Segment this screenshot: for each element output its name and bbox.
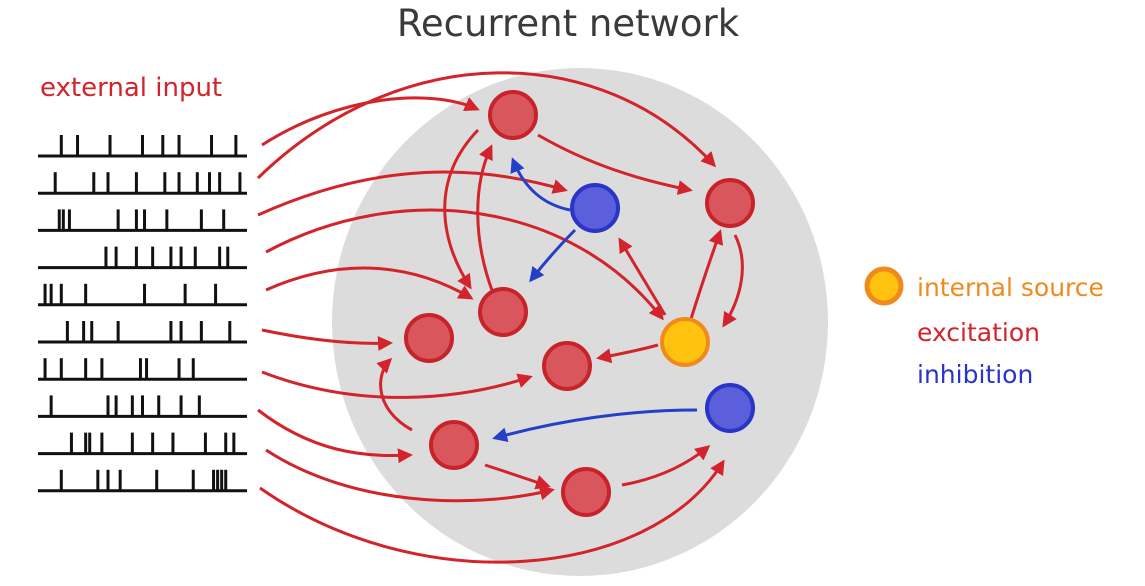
legend-inhibition: inhibition [917,360,1033,389]
spike-train-1 [38,135,247,158]
connection-s1-i1 [618,237,667,316]
connection-s1-e5 [596,343,659,364]
legend: internal source excitation inhibition [864,266,1104,389]
excitatory-neuron-e3 [478,287,528,337]
spike-train-8 [38,395,247,418]
spike-train-5 [38,283,247,307]
spike-train-2 [38,172,247,195]
excitatory-neuron-e6 [429,420,479,470]
connection-e1-e3 [443,128,480,290]
spike-train-4 [38,246,247,270]
spike-train-3 [38,209,247,232]
connection-e7-i2 [621,445,711,487]
inhibitory-neuron-i2 [705,383,755,433]
inhibitory-neuron-i1 [570,183,620,233]
input-arrow [257,170,568,217]
input-arrow [265,448,555,503]
input-arrow [261,370,533,399]
input-arrow [265,208,664,321]
connection-i1-e1 [510,157,571,212]
input-arrow [261,328,393,352]
connection-i2-e6 [492,408,698,443]
input-arrow [259,459,725,564]
input-arrow [257,408,413,464]
internal-source-neuron [660,317,710,367]
excitatory-neuron-e7 [561,467,611,517]
connection-s1-e2 [688,229,724,323]
legend-source-marker [864,266,904,306]
connection-e6-e7 [484,463,551,490]
diagram-title: Recurrent network [397,2,740,45]
excitatory-neuron-e5 [542,341,592,391]
legend-internal-source: internal source [917,273,1104,302]
spike-train-9 [38,432,247,456]
connection-i1-e3 [529,228,577,283]
spike-train-6 [38,321,247,344]
input-arrow [256,71,717,180]
connection-e1-e2 [537,133,693,195]
spike-train-10 [38,469,247,493]
input-arrow [261,96,480,147]
spike-train-7 [38,358,247,381]
excitatory-neuron-e1 [488,90,538,140]
connection-e2-s1 [722,234,744,328]
input-arrow [265,266,474,300]
excitatory-neuron-e4 [404,313,454,363]
neurons [404,90,755,517]
inhibitory-connections [492,157,698,443]
connection-e6-e4 [376,357,413,432]
excitatory-neuron-e2 [705,178,755,228]
input-projections [256,71,725,564]
external-input-label: external input [40,73,222,103]
spike-trains [38,135,247,493]
excitatory-connections [376,128,744,490]
legend-excitation: excitation [917,318,1040,347]
connection-e3-e1 [476,144,495,294]
